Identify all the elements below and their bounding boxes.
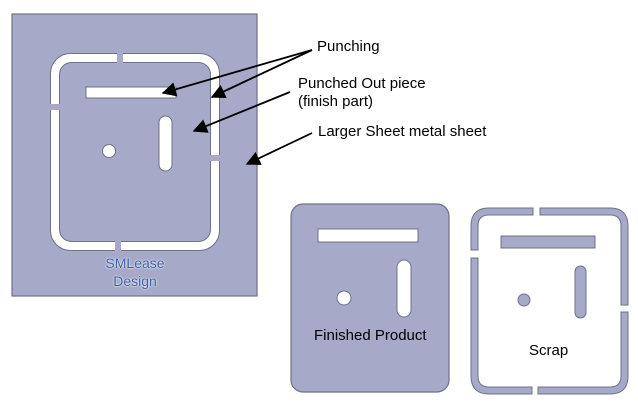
arrows xyxy=(161,49,313,165)
watermark-line1: SMLease xyxy=(105,255,165,271)
punch-channel xyxy=(50,53,220,251)
label-larger-sheet: Larger Sheet metal sheet xyxy=(318,123,487,140)
finished-product-group xyxy=(290,203,450,393)
label-punching: Punching xyxy=(317,38,380,55)
arrow-punched-out-piece xyxy=(192,91,291,133)
scrap-top-right xyxy=(539,207,629,306)
scrap-group xyxy=(470,207,629,395)
finished-product-round-hole xyxy=(336,290,352,306)
punch-channel-edge-outer xyxy=(50,53,220,251)
arrow-larger-sheet xyxy=(245,132,313,165)
finished-product-slot xyxy=(317,228,419,243)
label-punched-out-line2: (finish part) xyxy=(298,93,374,110)
large-sheet-oblong-hole xyxy=(158,115,173,172)
label-finished-product: Finished Product xyxy=(314,327,427,344)
scrap-round xyxy=(517,293,531,307)
scrap-slot xyxy=(500,235,596,249)
large-sheet-slot xyxy=(85,86,177,99)
arrow-punching-to-channel xyxy=(210,49,313,99)
finished-product-part xyxy=(290,203,450,393)
scrap-bottom-right xyxy=(537,311,629,395)
bridge-top xyxy=(117,52,123,64)
bridge-bottom xyxy=(115,240,121,252)
label-punched-out-line1: Punched Out piece xyxy=(298,75,426,92)
arrow-punching-to-slot xyxy=(161,49,313,97)
large-sheet-group xyxy=(11,13,258,297)
bridge-right xyxy=(209,155,221,161)
large-sheet-round-hole xyxy=(102,144,116,158)
punch-channel-edge-inner xyxy=(59,62,211,242)
finished-product-oblong-hole xyxy=(396,259,412,318)
watermark-line2: Design xyxy=(113,273,157,289)
label-scrap: Scrap xyxy=(529,342,569,359)
scrap-oblong xyxy=(574,265,587,319)
scrap-left xyxy=(470,257,533,395)
scrap-top-left xyxy=(470,207,534,251)
bridge-left xyxy=(49,104,61,110)
